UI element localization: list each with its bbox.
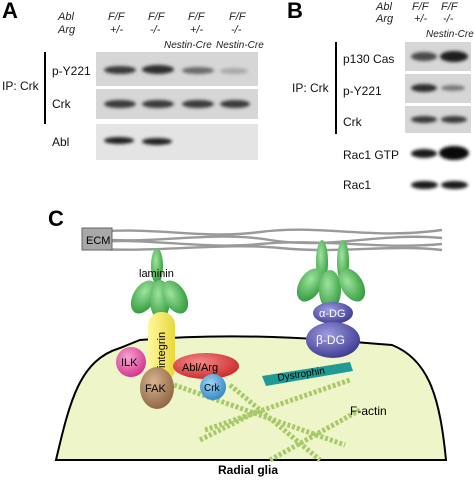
panel-b-label-rac1: Rac1 (343, 178, 372, 192)
panel-b-blot-p130cas (405, 42, 471, 71)
panel-a-lane4-bottom: -/- (231, 24, 242, 36)
band (411, 116, 437, 123)
band (142, 65, 174, 74)
ecm-box (81, 227, 113, 251)
panel-a-lane3-bottom: +/- (190, 24, 204, 36)
panel-b-blot-crk (405, 106, 471, 133)
band (441, 116, 467, 123)
panel-a-lane3-extra: Nestin-Cre (164, 40, 212, 51)
panel-b-row-label-abl: Abl (376, 1, 392, 13)
panel-a-letter: A (2, 0, 18, 23)
panel-a-blot-py221 (96, 52, 258, 86)
panel-a-lane3-top: F/F (188, 11, 205, 23)
panel-b-letter: B (287, 0, 303, 23)
band (182, 100, 214, 108)
ilk-shape (116, 347, 146, 377)
panel-a-lane2-top: F/F (148, 11, 165, 23)
band (440, 51, 468, 62)
panel-a-lane2-bottom: -/- (150, 24, 161, 36)
panel-b-lane1-top: F/F (412, 1, 429, 13)
abl-arg-label: Abl/Arg (182, 362, 218, 374)
panel-b-ip-bracket (335, 42, 337, 134)
band (220, 68, 248, 74)
ecm-fibers (83, 228, 443, 252)
panel-a-lane1-top: F/F (108, 11, 125, 23)
band (411, 181, 438, 189)
panel-a-row-label-abl: Abl (58, 11, 74, 23)
laminin-label: laminin (139, 268, 174, 280)
panel-b-blot-rac1 (405, 171, 471, 198)
panel-b-ip-label: IP: Crk (292, 81, 329, 95)
radial-glia-label: Radial glia (218, 463, 278, 477)
alpha-dg-shape (313, 302, 353, 324)
panel-b-label-crk: Crk (343, 115, 362, 129)
panel-b-blot-rac1gtp (405, 140, 471, 167)
panel-a-blot-crk (96, 89, 258, 119)
fak-label: FAK (145, 383, 166, 395)
panel-a-blot-abl (96, 124, 258, 160)
panel-a-label-abl: Abl (52, 135, 70, 149)
integrin-label: integrin (156, 332, 168, 368)
panel-b-lane2-extra: Nestin-Cre (426, 29, 474, 40)
panel-a-lane4-extra: Nestin-Cre (216, 40, 264, 51)
panel-b-lane2-top: F/F (441, 1, 458, 13)
band (441, 85, 465, 91)
beta-dg-shape (306, 322, 360, 358)
band (411, 149, 437, 158)
dystrophin-shape (262, 362, 353, 386)
panel-b-lane1-bottom: +/- (414, 13, 428, 25)
laminin-right-shape (296, 240, 366, 310)
laminin-left-shape (130, 248, 189, 320)
f-actin-filaments (159, 377, 362, 463)
abl-arg-shape (173, 353, 239, 379)
f-actin-label: F-actin (350, 404, 387, 418)
band (439, 146, 469, 160)
band (182, 67, 214, 74)
band (104, 66, 136, 74)
panel-b-lane2-bottom: -/- (443, 13, 454, 25)
panel-b-label-rac1gtp: Rac1 GTP (343, 148, 400, 162)
band (411, 84, 437, 92)
panel-b-blot-py221 (405, 74, 471, 103)
panel-a-label-py221: p-Y221 (52, 64, 91, 78)
fak-shape (140, 367, 174, 409)
band (411, 52, 437, 61)
beta-dg-label: β-DG (316, 333, 345, 347)
panel-c-letter: C (48, 206, 64, 231)
panel-a-ip-bracket (44, 52, 46, 124)
panel-a-row-label-arg: Arg (58, 24, 76, 36)
crk-label: Crk (204, 383, 221, 394)
band (104, 137, 134, 144)
panel-a-lane4-top: F/F (229, 11, 246, 23)
panel-a-lane1-bottom: +/- (110, 24, 124, 36)
panel-b-label-p130cas: p130 Cas (343, 52, 395, 66)
panel-a-label-crk: Crk (52, 97, 71, 111)
band (142, 100, 174, 108)
panel-a-ip-label: IP: Crk (2, 79, 39, 93)
panel-b-label-py221: p-Y221 (343, 84, 382, 98)
ecm-label: ECM (86, 235, 110, 247)
panel-b-row-label-arg: Arg (376, 13, 394, 25)
band (220, 100, 250, 108)
ilk-label: ILK (121, 357, 138, 369)
radial-glia-cell (54, 335, 448, 461)
band (441, 181, 468, 189)
crk-shape (200, 374, 226, 400)
integrin-shape (148, 312, 175, 382)
band (142, 138, 172, 145)
band (104, 100, 136, 108)
alpha-dg-label: α-DG (319, 308, 346, 320)
